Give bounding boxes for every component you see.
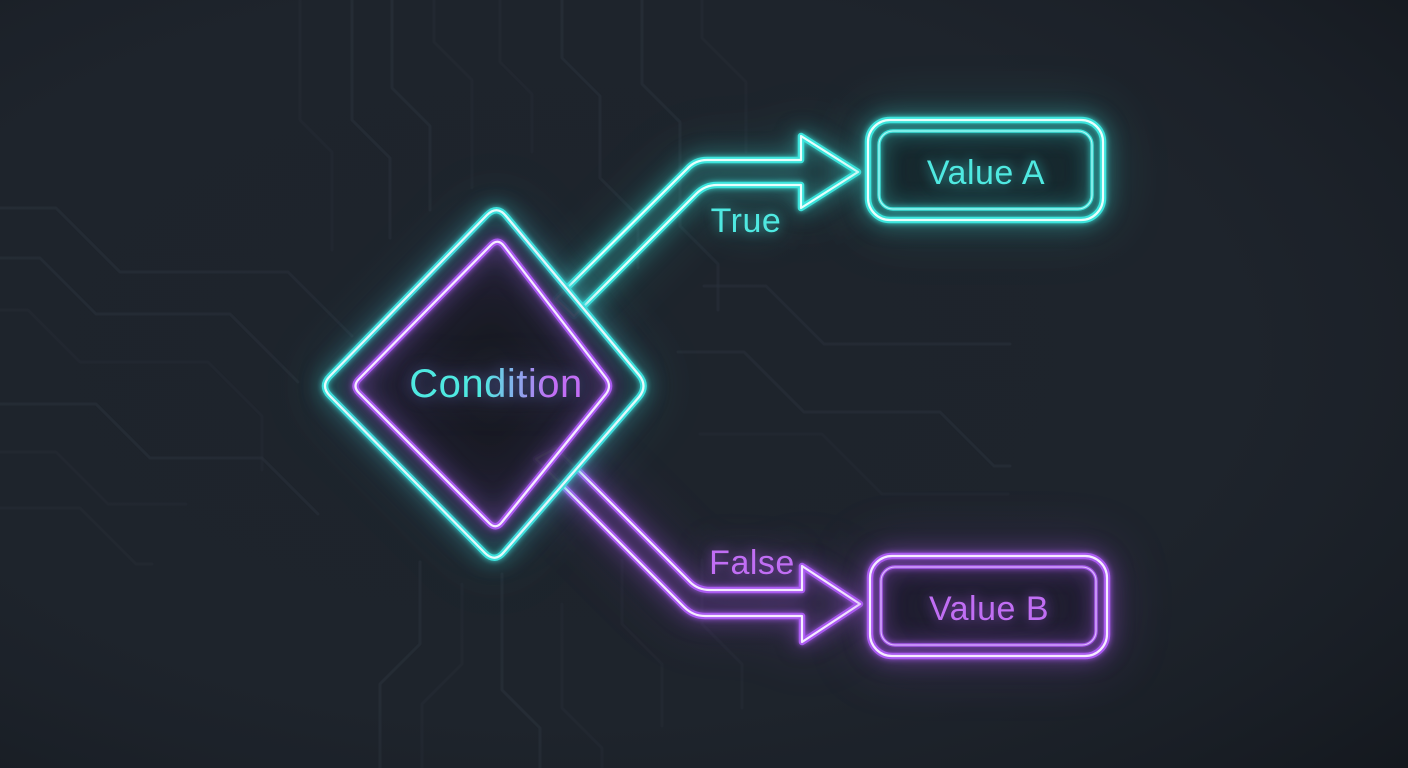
true-branch-label: True <box>711 202 782 240</box>
value-a-node <box>864 116 1107 224</box>
false-arrow <box>532 444 864 646</box>
true-arrow <box>552 132 862 320</box>
value-a-box-core <box>866 118 1105 222</box>
value-b-box-core <box>868 554 1109 658</box>
value-b-node <box>866 552 1111 660</box>
condition-label: Condition <box>409 362 583 406</box>
true-arrow-core <box>554 134 860 318</box>
value-a-fill <box>868 120 1103 220</box>
false-branch-label: False <box>709 544 795 582</box>
value-a-inner-core <box>878 130 1093 210</box>
condition-inner-haze <box>355 241 609 527</box>
value-b-inner-core <box>880 566 1097 646</box>
condition-outer-core <box>323 209 645 559</box>
condition-inner-core <box>354 240 611 528</box>
value-a-label: Value A <box>927 154 1045 192</box>
condition-node <box>321 207 647 561</box>
value-b-label: Value B <box>929 590 1049 628</box>
value-b-fill <box>870 556 1107 656</box>
false-arrow-core <box>534 446 862 644</box>
